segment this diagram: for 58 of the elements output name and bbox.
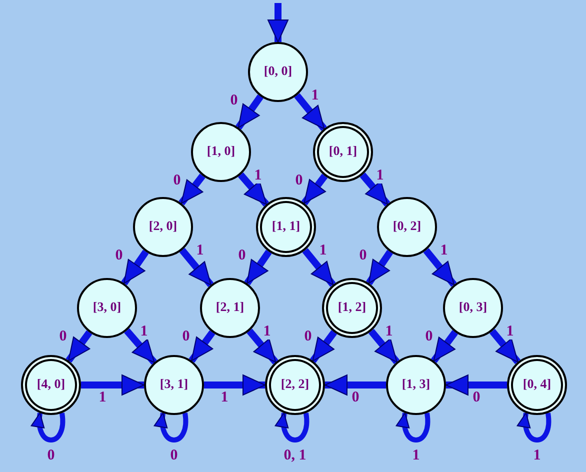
- arrow: [368, 328, 400, 364]
- state-label: [1, 3]: [402, 376, 430, 390]
- arrow: [188, 330, 216, 363]
- double-circle-state: [21, 355, 81, 415]
- double-circle-state: [507, 355, 567, 415]
- self-loop-arrow: [154, 412, 188, 442]
- arrow: [366, 250, 393, 286]
- arrow: [301, 174, 328, 206]
- arrow: [66, 330, 92, 363]
- state-label: [1, 1]: [272, 218, 300, 232]
- state-label: [1, 0]: [206, 144, 236, 156]
- state-label: [0, 1]: [328, 144, 358, 156]
- state-label: [3, 0]: [92, 300, 122, 312]
- edge-label: 1: [384, 324, 394, 340]
- edge-label: 1: [253, 168, 263, 184]
- edge-label: 1: [262, 324, 272, 340]
- arrow: [310, 330, 338, 363]
- self-loop-arrow: [32, 412, 66, 442]
- edge-label: 1: [139, 324, 149, 340]
- arrow: [324, 374, 386, 396]
- self-loop-arrow: [518, 412, 552, 442]
- self-loop-arrow: [276, 412, 310, 442]
- arrow: [121, 250, 149, 286]
- arrow: [423, 248, 457, 287]
- start-arrow: [268, 3, 288, 42]
- arrow: [236, 94, 264, 130]
- arrow: [179, 248, 214, 288]
- state-label: [2, 1]: [216, 300, 244, 312]
- edge-label: 0, 1: [282, 448, 308, 464]
- state-label: [2, 2]: [280, 376, 310, 390]
- edge-label: 1: [375, 168, 385, 184]
- state-label: [0, 0]: [264, 64, 292, 76]
- state-label: [3, 1]: [160, 376, 188, 390]
- self-loop-arrow: [396, 412, 430, 442]
- double-circle-state: [322, 278, 382, 338]
- arrow: [178, 174, 206, 206]
- double-circle-state: [265, 355, 325, 415]
- arrow: [294, 93, 327, 131]
- arrow: [246, 328, 278, 364]
- arrow: [302, 248, 336, 287]
- state-label: [1, 2]: [338, 300, 366, 312]
- arrow: [238, 172, 270, 207]
- state-label: [2, 0]: [148, 218, 178, 232]
- arrow: [490, 328, 520, 364]
- state-label: [0, 3]: [458, 300, 488, 312]
- state-label: [0, 4]: [522, 376, 552, 390]
- arrow: [81, 374, 144, 396]
- arrow: [360, 172, 390, 206]
- arrow: [446, 374, 507, 396]
- state-label: [4, 0]: [36, 376, 66, 390]
- double-circle-state: [313, 122, 373, 182]
- edge-label: 1: [505, 324, 515, 340]
- arrow: [430, 330, 458, 363]
- arrow: [124, 328, 157, 365]
- double-circle-state: [256, 197, 316, 257]
- arrow: [204, 374, 266, 396]
- state-label: [0, 2]: [392, 218, 422, 232]
- arrow: [244, 250, 272, 286]
